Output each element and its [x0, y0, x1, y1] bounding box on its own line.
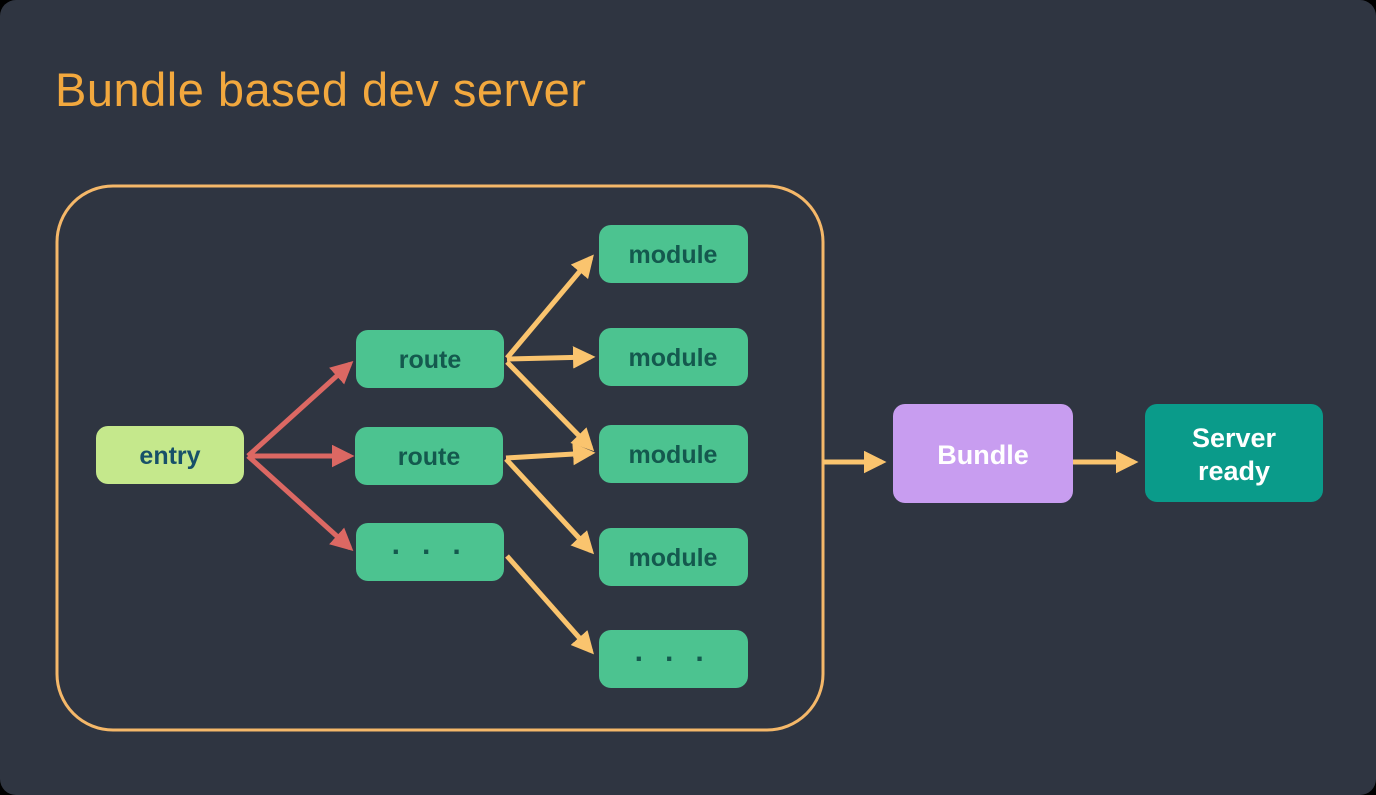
- entry-box: [96, 426, 244, 484]
- module-ellipsis-label: · · ·: [635, 643, 712, 676]
- module-label: module: [629, 241, 718, 269]
- module-node-1: module: [599, 225, 748, 283]
- arrows-entry-to-routes: [246, 360, 355, 552]
- route-node-2: route: [355, 427, 503, 485]
- entry-node: entry: [96, 426, 244, 484]
- server-ready-node: Server ready: [1145, 404, 1323, 502]
- arrow-entry-to-route-more: [246, 454, 354, 552]
- arrows-routes-to-modules: [504, 254, 596, 655]
- route-label: route: [398, 443, 461, 471]
- module-box: [599, 328, 748, 386]
- module-node-3: module: [599, 425, 748, 483]
- route-label: route: [399, 346, 462, 374]
- entry-label: entry: [139, 442, 200, 470]
- module-node-4: module: [599, 528, 748, 586]
- arrow-routemore-to-modulemore: [505, 554, 594, 655]
- page-title: Bundle based dev server: [55, 63, 587, 116]
- bundle-box: [893, 404, 1073, 503]
- module-node-more: · · ·: [599, 630, 748, 688]
- module-ellipsis-box: [599, 630, 748, 688]
- server-ready-label-line1: Server: [1192, 423, 1277, 453]
- module-node-2: module: [599, 328, 748, 386]
- arrow-route1-to-module1: [505, 254, 594, 360]
- arrow-route2-to-module4: [504, 457, 595, 555]
- module-box: [599, 528, 748, 586]
- module-box: [599, 425, 748, 483]
- route-ellipsis-box: [356, 523, 504, 581]
- server-ready-box: [1145, 404, 1323, 502]
- route-box: [355, 427, 503, 485]
- route-node-more: · · ·: [356, 523, 504, 581]
- module-box: [599, 225, 748, 283]
- server-ready-label-line2: ready: [1198, 456, 1270, 486]
- arrow-route1-to-module3: [505, 360, 595, 452]
- module-label: module: [629, 544, 718, 572]
- bundle-scope-boundary: [55, 184, 825, 732]
- bundle-node: Bundle: [893, 404, 1073, 503]
- module-label: module: [629, 441, 718, 469]
- route-ellipsis-label: · · ·: [392, 536, 469, 569]
- arrow-route1-to-module2: [506, 346, 596, 369]
- route-node-1: route: [356, 330, 504, 388]
- arrow-route2-to-module3: [505, 442, 596, 466]
- arrow-entry-to-route-1: [246, 360, 354, 458]
- bundle-label: Bundle: [937, 440, 1029, 470]
- module-label: module: [629, 344, 718, 372]
- route-box: [356, 330, 504, 388]
